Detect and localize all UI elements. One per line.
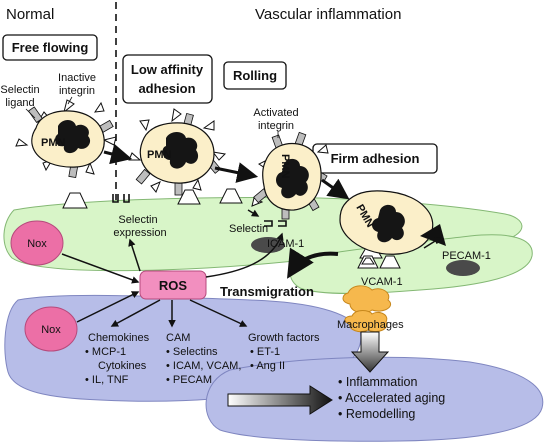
selectin-expression-marks: [112, 194, 287, 227]
vcam1-receptors: [357, 255, 401, 269]
pmn-nucleus: [55, 120, 91, 154]
tissue-layer-right: [205, 356, 544, 442]
nox-label: Nox: [27, 238, 47, 250]
growth-factors-list: Growth factors • ET-1 • Ang II: [248, 332, 320, 372]
icam1-label: ICAM-1: [267, 238, 304, 250]
chemokines-list: Chemokines • MCP-1 Cytokines • IL, TNF: [85, 332, 150, 386]
stage-label-low-affinity: Low affinity: [131, 62, 204, 77]
pmn-nucleus: [372, 204, 405, 243]
selectin-ligand-pointer: [25, 108, 36, 119]
selectin-expression-label: Selectin: [118, 214, 157, 226]
ros-node: ROS: [139, 270, 207, 300]
nox-label: Nox: [41, 324, 61, 336]
stage-box-free-flowing: Free flowing: [2, 34, 98, 61]
cam-title: CAM: [166, 332, 190, 344]
selectin-ligand-label: ligand: [5, 97, 34, 109]
pmn-nucleus: [162, 132, 199, 169]
macrophage-cells: [342, 285, 392, 333]
growth-factors-item: • ET-1: [250, 346, 280, 358]
inactive-integrin-label: integrin: [59, 85, 95, 97]
transmigration-label: Transmigration: [220, 284, 314, 299]
stage-box-low-affinity: Low affinity adhesion: [122, 54, 213, 104]
selectin-label: Selectin: [229, 223, 268, 235]
surface-receptors: [62, 188, 383, 259]
inactive-integrin-label: Inactive: [58, 72, 96, 84]
growth-factors-item: • Ang II: [250, 360, 285, 372]
ros-label: ROS: [159, 278, 188, 293]
chemokines-item: • MCP-1: [85, 346, 126, 358]
nox-node-lower: Nox: [24, 306, 78, 352]
growth-factors-title: Growth factors: [248, 332, 320, 344]
stage-label-adhesion: adhesion: [138, 81, 195, 96]
macrophages-label: Macrophages: [337, 319, 404, 331]
activated-integrin-label: Activated: [253, 107, 298, 119]
vcam1-label: VCAM-1: [361, 276, 403, 288]
selectin-expression-label: expression: [113, 227, 166, 239]
stage-label-rolling: Rolling: [233, 68, 277, 83]
cytokines-item: • IL, TNF: [85, 374, 129, 386]
transmigration-arrow: [287, 247, 339, 279]
macrophages-down-arrow: [350, 331, 390, 373]
endothelial-nucleus: [251, 237, 285, 253]
outcome-arrow: [227, 385, 333, 415]
pmn-cell-free-flowing: PMN: [15, 99, 117, 179]
stage-label-free-flowing: Free flowing: [12, 40, 89, 55]
signal-arrows: [61, 209, 442, 328]
cam-item: • PECAM: [166, 374, 212, 386]
stage-label-firm-adhesion: Firm adhesion: [331, 151, 420, 166]
chemokines-title: Chemokines: [88, 332, 150, 344]
heading-normal: Normal: [6, 6, 54, 23]
outcomes-list: • Inflammation • Accelerated aging • Rem…: [338, 375, 445, 421]
cytokines-title: Cytokines: [98, 360, 147, 372]
endothelial-nucleus: [446, 260, 480, 276]
selectin-ligand-label: Selectin: [0, 84, 39, 96]
outcome-item: • Remodelling: [338, 407, 415, 421]
pmn-cell-rolling: PMN: [251, 131, 329, 220]
activated-integrin-label: integrin: [258, 120, 294, 132]
cam-item: • ICAM, VCAM,: [166, 360, 241, 372]
stage-box-rolling: Rolling: [223, 61, 287, 90]
nox-node-upper: Nox: [10, 220, 64, 266]
outcome-item: • Accelerated aging: [338, 391, 445, 405]
pmn-nucleus: [276, 158, 309, 199]
inactive-integrin-pointer: [67, 96, 73, 105]
pmn-cell-low-affinity: PMN: [128, 108, 227, 196]
transition-arrows: [103, 143, 350, 200]
stage-box-firm-adhesion: Firm adhesion: [312, 143, 438, 174]
cam-list: CAM • Selectins • ICAM, VCAM, • PECAM: [166, 332, 241, 386]
pecam1-label: PECAM-1: [442, 250, 491, 262]
outcome-item: • Inflammation: [338, 375, 417, 389]
pmn-label: PMN: [147, 149, 172, 161]
cam-item: • Selectins: [166, 346, 218, 358]
pmn-label: PMN: [279, 154, 291, 179]
pmn-label: PMN: [41, 137, 66, 149]
heading-vascular: Vascular inflammation: [255, 6, 401, 23]
pmn-cell-firm-adhesion: PMN: [339, 190, 446, 255]
